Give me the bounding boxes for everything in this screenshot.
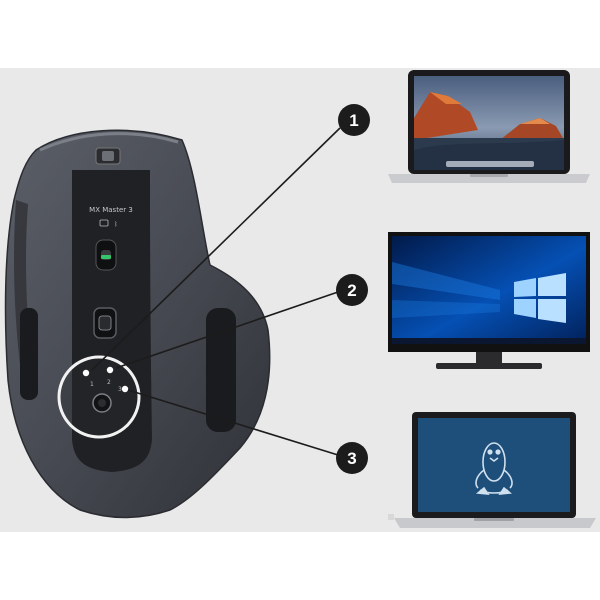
- windows-logo-icon: [514, 273, 566, 323]
- monitor-foot: [436, 363, 542, 369]
- windows-monitor: [388, 232, 590, 369]
- channel-label-3: 3: [118, 386, 122, 393]
- monitor-neck: [476, 352, 502, 364]
- callout-2: 2: [336, 274, 368, 306]
- macbook-notch: [470, 174, 508, 177]
- channel-led-3: [121, 385, 129, 393]
- channel-label-2: 2: [107, 379, 111, 386]
- mac-dock: [446, 161, 534, 167]
- light-beam-1: [392, 262, 500, 300]
- callout-lines: [91, 127, 341, 456]
- callout-number-2: 2: [347, 281, 356, 300]
- right-foot-pad: [206, 308, 236, 432]
- tux-penguin-icon: [475, 442, 513, 495]
- linux-laptop: [388, 412, 596, 528]
- callout-1: 1: [338, 104, 370, 136]
- scroll-wheel: [102, 151, 114, 161]
- easy-switch-button-center: [98, 399, 106, 407]
- linux-laptop-base: [394, 518, 596, 528]
- callout-line-2: [115, 291, 339, 369]
- macbook-base: [388, 174, 590, 183]
- mountain-right-peak: [520, 118, 550, 124]
- left-foot-pad: [20, 308, 38, 400]
- callout-3: 3: [336, 442, 368, 474]
- callout-line-1: [91, 127, 341, 371]
- callout-line-3: [127, 389, 339, 456]
- bluetooth-icon: ᛒ: [114, 221, 118, 228]
- model-label: MX Master 3: [89, 206, 133, 214]
- optical-sensor: [93, 307, 117, 339]
- usb-receiver: [388, 514, 394, 520]
- mountain-left: [414, 92, 478, 140]
- linux-laptop-screen: [418, 418, 570, 512]
- mouse-top-edge: [39, 132, 179, 152]
- mountain-left-peak: [430, 92, 462, 104]
- taskbar: [392, 338, 586, 344]
- macbook-laptop: [388, 70, 590, 183]
- light-beam-2: [392, 300, 500, 318]
- channel-led-2: [106, 366, 114, 374]
- channel-led-1: [82, 369, 90, 377]
- callout-number-3: 3: [347, 449, 356, 468]
- receiver-icon: [99, 219, 109, 227]
- linux-laptop-notch: [474, 518, 514, 521]
- power-led: [101, 255, 111, 259]
- callout-number-1: 1: [349, 111, 358, 130]
- power-switch[interactable]: [95, 239, 117, 271]
- mouse-bottom-view: MX Master 3 ᛒ 1 2 3: [4, 129, 271, 519]
- channel-label-1: 1: [90, 381, 94, 388]
